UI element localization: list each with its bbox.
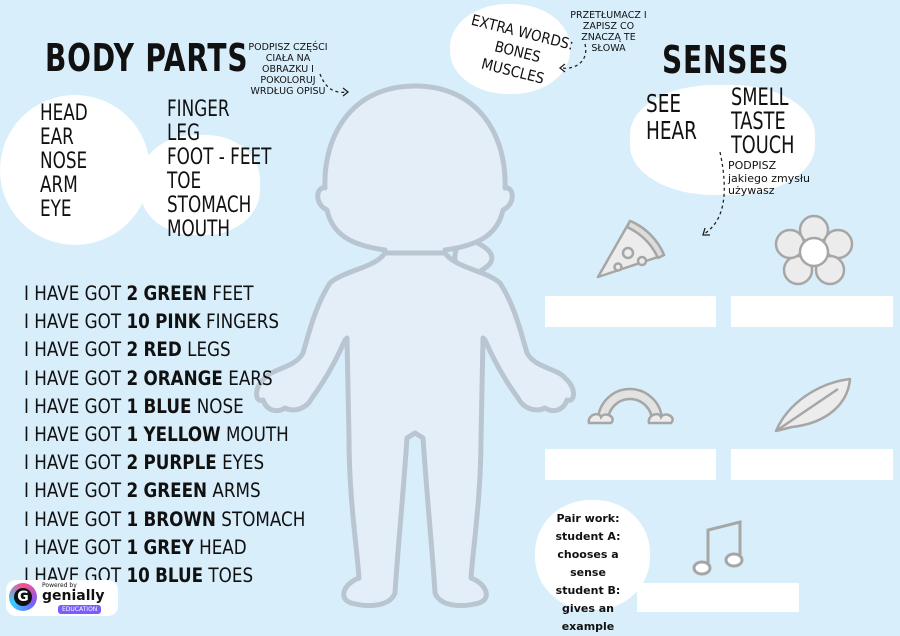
word-foot-feet: FOOT - FEET: [167, 145, 272, 170]
word-toe: TOE: [167, 169, 202, 194]
sense-touch: TOUCH: [731, 131, 795, 159]
genially-name: genially: [42, 588, 105, 604]
sentence-row: I HAVE GOT 2 PURPLE EYES: [24, 451, 265, 475]
sentence-row: I HAVE GOT 2 GREEN ARMS: [24, 479, 261, 503]
sentence-row: I HAVE GOT 2 RED LEGS: [24, 338, 231, 362]
cloud-senses: [630, 85, 815, 195]
genially-badge: EDUCATION: [58, 605, 102, 614]
cloud-body-parts-list: [0, 95, 150, 245]
sentence-row: I HAVE GOT 10 PINK FINGERS: [24, 310, 280, 334]
senses-title: SENSES: [662, 38, 790, 82]
sentence-row: I HAVE GOT 1 GREY HEAD: [24, 535, 247, 559]
senses-col2: SMELL TASTE TOUCH: [731, 85, 794, 157]
arrow-translate-icon: [558, 43, 587, 73]
sentence-row: I HAVE GOT 1 BLUE NOSE: [24, 394, 244, 418]
label-senses-hint: PODPISZ jakiego zmysłu używasz: [728, 159, 811, 197]
word-stomach: STOMACH: [167, 193, 252, 218]
body-parts-col1: HEAD EAR NOSE ARM EYE: [40, 102, 88, 222]
label-instruction: PODPISZ CZĘŚCI CIAŁA NA OBRAZKU I POKOLO…: [248, 42, 328, 97]
answer-box-flower[interactable]: [731, 296, 893, 327]
genially-powered: Powered by: [42, 582, 77, 589]
sense-smell: SMELL: [731, 83, 789, 111]
answer-box-music[interactable]: [637, 583, 799, 612]
pair-work-note: Pair work: student A: chooses a sense st…: [555, 512, 621, 633]
genially-logo-icon: G: [9, 583, 37, 611]
sense-see: SEE: [646, 89, 682, 118]
body-parts-col2: FINGER LEG FOOT - FEET TOE STOMACH MOUTH: [167, 98, 271, 242]
rainbow-icon: [587, 387, 674, 425]
pizza-icon: [596, 219, 666, 279]
sentence-row: I HAVE GOT 1 BROWN STOMACH: [24, 507, 306, 531]
answer-box-feather[interactable]: [731, 449, 893, 480]
body-parts-title: BODY PARTS: [45, 36, 249, 80]
music-note-icon: [692, 520, 744, 576]
sentence-list: I HAVE GOT 2 GREEN FEET I HAVE GOT 10 PI…: [24, 280, 351, 590]
word-ear: EAR: [40, 125, 74, 150]
arrow-senses-icon: [702, 151, 725, 236]
sentence-row: I HAVE GOT 2 GREEN FEET: [24, 282, 254, 305]
word-finger: FINGER: [167, 97, 230, 122]
label-translate: PRZETŁUMACZ I ZAPISZ CO ZNACZĄ TE SŁOWA: [570, 10, 647, 54]
word-mouth: MOUTH: [167, 217, 231, 242]
word-nose: NOSE: [40, 149, 88, 174]
word-eye: EYE: [40, 197, 72, 222]
sense-taste: TASTE: [731, 107, 786, 135]
cloud-pair-work: [535, 500, 650, 610]
child-figure: [254, 83, 576, 608]
cloud-body-parts-list-2: [140, 135, 260, 235]
flower-icon: [774, 214, 854, 286]
senses-col1: SEE HEAR: [646, 90, 697, 144]
sentence-row: I HAVE GOT 1 YELLOW MOUTH: [24, 423, 289, 447]
word-arm: ARM: [40, 173, 78, 198]
sentence-row: I HAVE GOT 2 ORANGE EARS: [24, 366, 273, 390]
answer-box-pizza[interactable]: [545, 296, 716, 327]
arrow-instruction-icon: [319, 73, 350, 97]
word-leg: LEG: [167, 121, 201, 146]
word-head: HEAD: [40, 101, 88, 126]
sense-hear: HEAR: [646, 116, 697, 145]
cloud-extra-words: [450, 4, 570, 94]
feather-icon: [774, 377, 852, 433]
answer-box-rainbow[interactable]: [545, 449, 716, 480]
